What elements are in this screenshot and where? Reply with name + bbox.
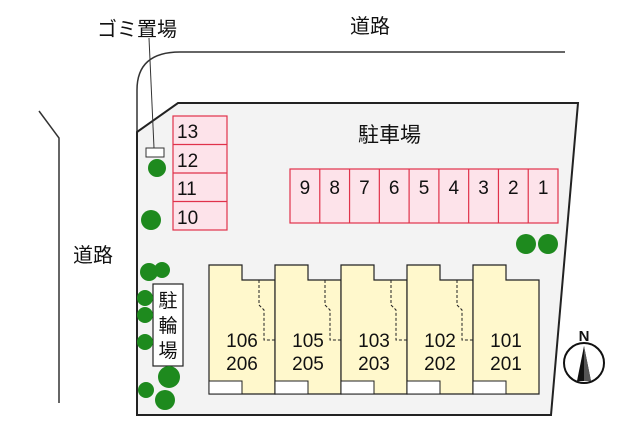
compass-icon bbox=[563, 342, 605, 384]
parking-space-12: 12 bbox=[177, 151, 198, 172]
parking-space-9: 9 bbox=[300, 178, 311, 199]
bicycle-label-1: 駐 bbox=[158, 290, 177, 312]
trees bbox=[137, 159, 558, 410]
parking-space-3: 3 bbox=[478, 178, 489, 199]
road-left-label: 道路 bbox=[73, 243, 113, 267]
unit-number: 102 bbox=[424, 331, 456, 352]
bicycle-label-2: 輪 bbox=[158, 315, 177, 337]
unit-number: 203 bbox=[358, 354, 390, 375]
unit-number: 202 bbox=[424, 354, 456, 375]
road-top-edge bbox=[136, 51, 565, 410]
parking-left bbox=[172, 115, 228, 231]
parking-space-4: 4 bbox=[448, 178, 459, 199]
garbage-label: ゴミ置場 bbox=[97, 17, 177, 41]
garbage-area bbox=[145, 147, 165, 158]
bicycle-parking bbox=[152, 283, 184, 367]
road-left-edge bbox=[38, 110, 60, 403]
parking-space-8: 8 bbox=[329, 178, 340, 199]
unit-number: 101 bbox=[490, 331, 522, 352]
parking-space-2: 2 bbox=[508, 178, 519, 199]
unit-number: 201 bbox=[490, 354, 522, 375]
unit-number: 105 bbox=[292, 331, 324, 352]
parking-space-13: 13 bbox=[177, 122, 198, 143]
parking-space-1: 1 bbox=[538, 178, 549, 199]
north-label: N bbox=[579, 328, 590, 345]
parking-space-11: 11 bbox=[177, 179, 197, 200]
unit-number: 206 bbox=[226, 354, 258, 375]
road-top-label: 道路 bbox=[350, 14, 390, 38]
bicycle-label-3: 場 bbox=[158, 340, 177, 362]
parking-space-5: 5 bbox=[419, 178, 430, 199]
parking-space-10: 10 bbox=[177, 208, 198, 229]
parking-label: 駐車場 bbox=[358, 123, 421, 147]
garbage-pointer-line bbox=[148, 37, 155, 149]
parking-space-7: 7 bbox=[359, 178, 370, 199]
parking-space-6: 6 bbox=[389, 178, 400, 199]
unit-number: 205 bbox=[292, 354, 324, 375]
unit-number: 106 bbox=[226, 331, 258, 352]
unit-number: 103 bbox=[358, 331, 390, 352]
